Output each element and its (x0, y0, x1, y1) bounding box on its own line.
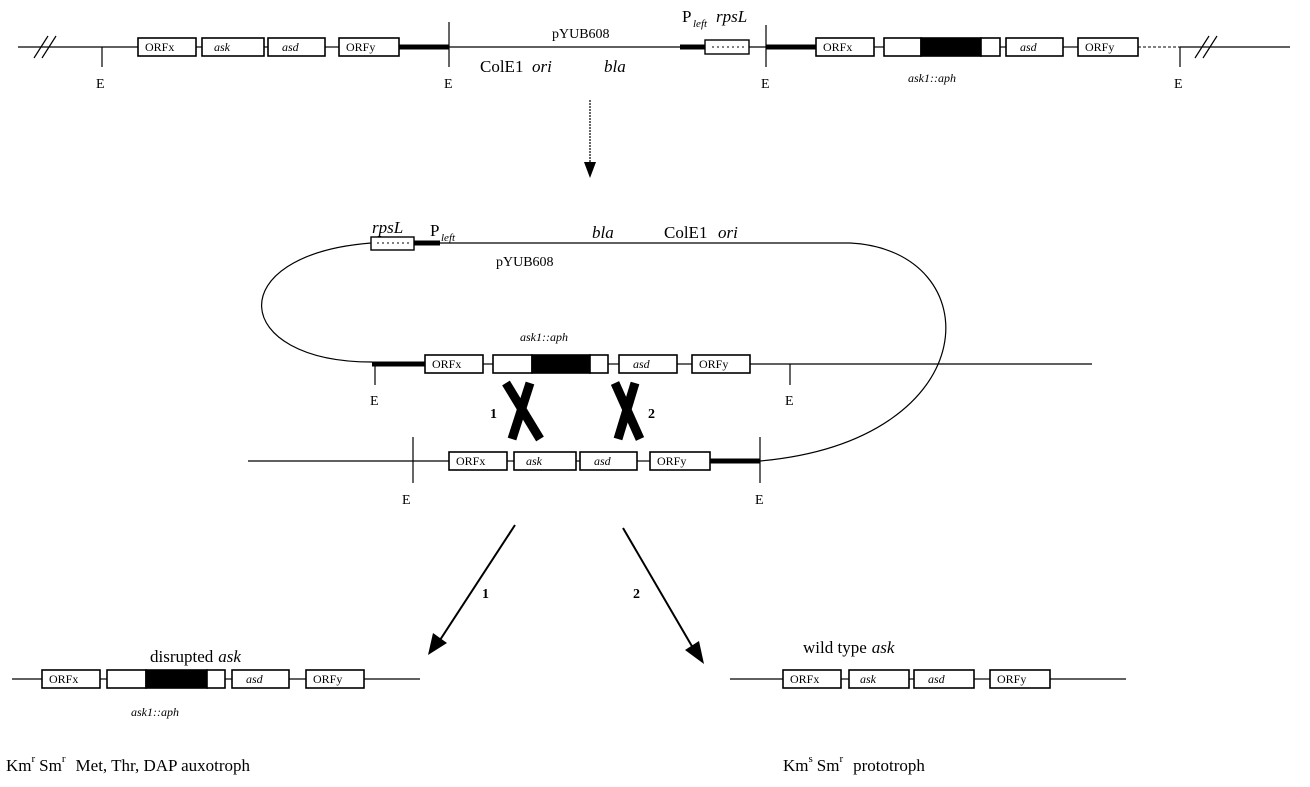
orfy-label: ORFy (313, 672, 342, 686)
orfy-label: ORFy (1085, 40, 1114, 54)
bla-label: bla (592, 223, 614, 242)
left-loop (261, 242, 373, 363)
ask-box (513, 451, 577, 471)
break-mark (1194, 35, 1210, 59)
orfx-label: ORFx (456, 454, 485, 468)
pleft-subscript: left (693, 18, 708, 30)
ask1-white-left (883, 37, 922, 57)
asd-label: asd (246, 672, 264, 686)
ask1aph-label: ask1::aph (908, 71, 956, 85)
asd-label: asd (282, 40, 300, 54)
crossover-2: 2 (610, 381, 655, 441)
aph-insert (145, 669, 208, 689)
pyub608-label: pYUB608 (552, 27, 610, 42)
orfy-label: ORFy (657, 454, 686, 468)
ask-label: ask (526, 454, 543, 468)
ask-label: ask (860, 672, 877, 686)
aph-insert (920, 37, 982, 57)
ori-label: ori (532, 57, 552, 76)
crossover-1: 1 (490, 380, 544, 442)
asd-label: asd (1020, 40, 1038, 54)
ask1-white-right (206, 669, 226, 689)
bla-label: bla (604, 57, 626, 76)
orfy-label: ORFy (699, 357, 728, 371)
integration-intermediate: rpsL P left bla ColE1 ori pYUB608 E ORFx… (248, 218, 1092, 508)
ask1-white-left (492, 354, 533, 374)
crossover-1-label: 1 (490, 407, 497, 422)
ask-box (848, 669, 910, 689)
ask1-white-right (589, 354, 609, 374)
ecori-site-label: E (785, 394, 794, 409)
pleft-label: P (430, 221, 439, 240)
orfx-label: ORFx (790, 672, 819, 686)
pleft-label: P (682, 7, 691, 26)
ask1aph-label: ask1::aph (131, 705, 179, 719)
orfy-label: ORFy (997, 672, 1026, 686)
break-mark (33, 35, 49, 59)
rpsl-label: rpsL (372, 218, 403, 237)
ecori-site-label: E (370, 394, 379, 409)
ecori-site-label: E (402, 493, 411, 508)
ecori-site-label: E (761, 77, 770, 92)
orfy-label: ORFy (346, 40, 375, 54)
orfx-label: ORFx (432, 357, 461, 371)
ask1-white-left (106, 669, 147, 689)
down-arrow (584, 100, 596, 178)
asd-label: asd (633, 357, 651, 371)
ask1aph-label: ask1::aph (520, 330, 568, 344)
orfx-label: ORFx (823, 40, 852, 54)
ask-label: ask (214, 40, 231, 54)
break-mark (41, 35, 57, 59)
ecori-site-label: E (755, 493, 764, 508)
top-construct: E ORFx ask asd ORFy E pYUB608 ColE1 ori … (18, 7, 1290, 92)
cole1-label: ColE1 (664, 223, 707, 242)
orfx-label: ORFx (145, 40, 174, 54)
rpsl-label: rpsL (716, 7, 747, 26)
asd-label: asd (928, 672, 946, 686)
ask1-white-right (980, 37, 1001, 57)
pleft-subscript: left (441, 232, 456, 244)
ori-label: ori (718, 223, 738, 242)
resolution-arrow-1: 1 (428, 524, 516, 655)
arrow-2-label: 2 (633, 587, 640, 602)
pyub608-label: pYUB608 (496, 255, 554, 270)
cole1-label: ColE1 (480, 57, 523, 76)
break-mark (1202, 35, 1218, 59)
ecori-site-label: E (1174, 77, 1183, 92)
aph-insert (531, 354, 591, 374)
right-loop (759, 242, 947, 462)
crossover-2-label: 2 (648, 407, 655, 422)
asd-label: asd (594, 454, 612, 468)
ecori-site-label: E (444, 77, 453, 92)
orfx-label: ORFx (49, 672, 78, 686)
resolution-arrow-2: 2 (622, 527, 704, 664)
ecori-site-label: E (96, 77, 105, 92)
arrow-1-label: 1 (482, 587, 489, 602)
ask-box (201, 37, 265, 57)
